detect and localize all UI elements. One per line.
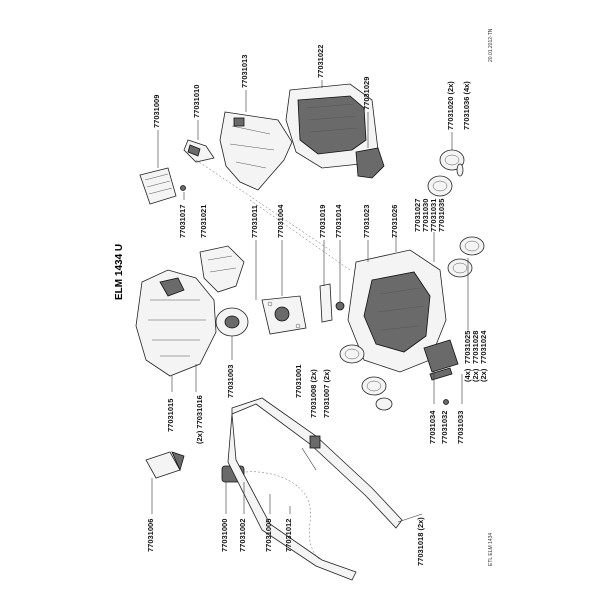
callout-77031025: 77031025 <box>463 331 472 364</box>
callout-77031009: 77031009 <box>152 95 161 128</box>
callout-77031021: 77031021 <box>199 205 208 238</box>
qty-2x-b: (2x) <box>479 368 488 382</box>
callout-77031024: 77031024 <box>479 330 488 364</box>
callout-77031029: 77031029 <box>362 77 371 110</box>
part-motor <box>215 307 249 337</box>
part-rear-flap <box>423 339 459 373</box>
part-grass-box <box>285 83 379 169</box>
part-grass-box-handle <box>355 147 385 179</box>
callout-77031003: 77031003 <box>226 365 235 398</box>
callout-77031019: 77031019 <box>318 205 327 238</box>
callout-77031026: 77031026 <box>390 205 399 238</box>
callout-77031002: 77031002 <box>238 519 247 552</box>
model-title: ELM 1434 U <box>114 244 125 300</box>
callout-77031032: 77031032 <box>440 411 449 444</box>
part-handle <box>227 397 403 581</box>
part-deck <box>347 249 447 373</box>
callout-77031031: 77031031 <box>429 199 438 232</box>
part-switch-cover <box>139 167 177 205</box>
callout-77031005: 77031005 <box>264 519 273 552</box>
part-screw-17 <box>180 185 186 191</box>
leader-lines <box>151 80 469 523</box>
part-side-cover <box>199 245 245 293</box>
callout-77031033: 77031033 <box>456 411 465 444</box>
callout-77031007: 77031007 (2x) <box>322 369 331 418</box>
callout-77031011: 77031011 <box>250 205 259 238</box>
part-height-adjust <box>429 367 453 405</box>
part-clamp-10 <box>183 139 215 163</box>
callout-77031020: 77031020 (2x) <box>446 81 455 130</box>
callout-77031016: (2x) 77031016 <box>195 395 204 444</box>
part-left-wheels <box>339 344 393 411</box>
part-top-cover <box>219 111 293 191</box>
callout-77031018: 77031018 (2x) <box>416 517 425 566</box>
callout-77031001: 77031001 <box>294 365 303 398</box>
callout-77031014: 77031014 <box>334 204 343 238</box>
callout-77031012: 77031012 <box>284 519 293 552</box>
part-blade <box>319 283 333 323</box>
callout-77031022: 77031022 <box>316 45 325 78</box>
part-cable-clip <box>145 451 185 479</box>
assembly-guide-2 <box>249 199 351 271</box>
callout-77031036: 77031036 (4x) <box>462 81 471 130</box>
part-cable <box>245 471 321 561</box>
part-rear-wheels <box>427 149 465 197</box>
qty-2x-a: (2x) <box>471 368 480 382</box>
callout-77031000: 77031000 <box>220 519 229 552</box>
callout-77031006: 77031006 <box>146 519 155 552</box>
part-motor-mount <box>261 295 307 335</box>
callout-77031030: 77031030 <box>421 199 430 232</box>
date-code: 20.01.2012-TN <box>488 28 494 62</box>
callout-77031013: 77031013 <box>240 55 249 88</box>
callout-77031028: 77031028 <box>471 331 480 364</box>
part-front-wheels <box>447 236 485 278</box>
callout-77031008: 77031008 (2x) <box>309 369 318 418</box>
assembly-guide-1 <box>195 159 331 251</box>
footer-code: ETL ELM 1434 <box>488 533 494 566</box>
callout-77031004: 77031004 <box>276 204 285 238</box>
part-upper-housing <box>135 269 217 377</box>
callout-77031015: 77031015 <box>166 399 175 432</box>
qty-4x: (4x) <box>463 368 472 382</box>
part-blade-adapter <box>335 301 345 311</box>
callout-77031023: 77031023 <box>362 205 371 238</box>
callout-77031017: 77031017 <box>178 205 187 238</box>
callout-77031027: 77031027 <box>413 199 422 232</box>
callout-77031034: 77031034 <box>428 410 437 444</box>
callout-77031035: 77031035 <box>437 199 446 232</box>
callout-77031010: 77031010 <box>192 85 201 118</box>
